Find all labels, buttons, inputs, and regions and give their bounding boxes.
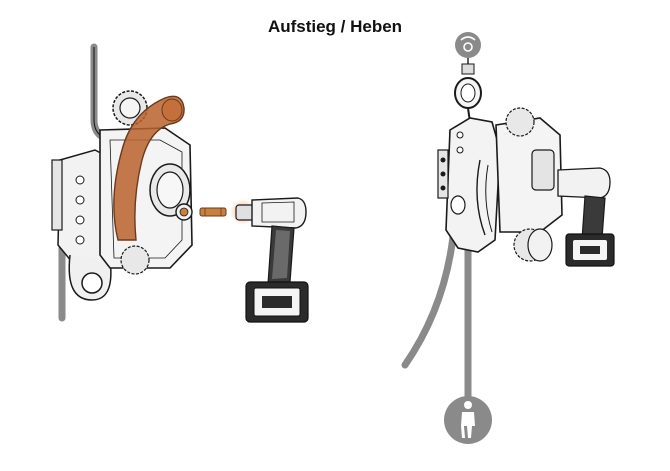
anchor-icon xyxy=(455,32,481,58)
rope-ascender-device-icon xyxy=(51,90,193,301)
cordless-drill-icon xyxy=(230,197,309,323)
rope-left-strand xyxy=(401,211,459,369)
right-device-assembly xyxy=(401,32,615,444)
left-device-assembly xyxy=(51,43,309,323)
adapter-bit-icon xyxy=(199,207,227,217)
crank-handle xyxy=(113,95,185,241)
rope-ascender-device-icon xyxy=(437,107,563,262)
person-icon xyxy=(444,396,492,444)
page-title: Aufstieg / Heben xyxy=(267,17,403,36)
rope xyxy=(90,43,114,144)
cordless-drill-icon xyxy=(557,167,615,267)
